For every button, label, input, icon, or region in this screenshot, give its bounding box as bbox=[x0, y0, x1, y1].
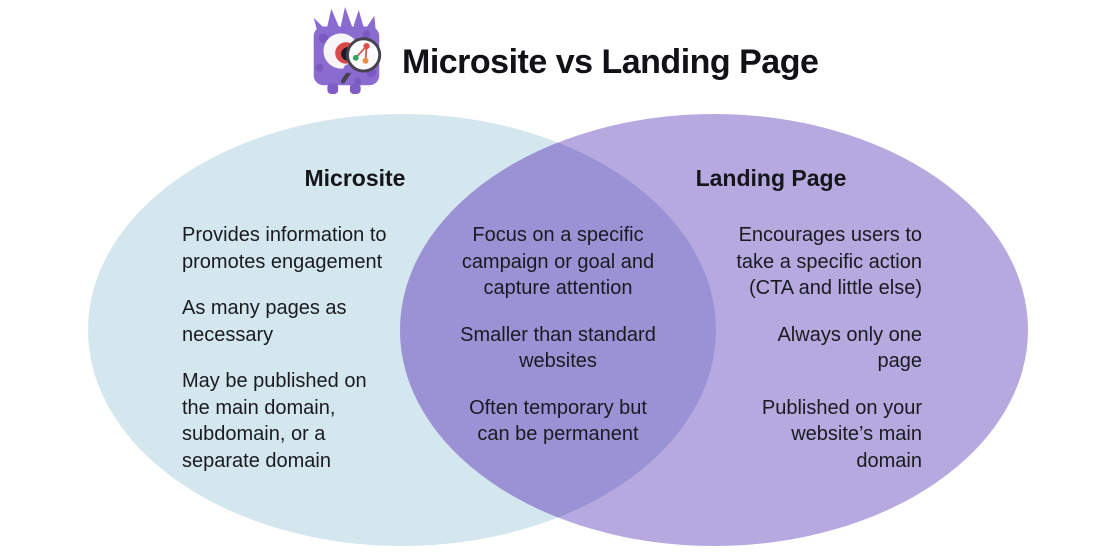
list-item: Smaller than standard websites bbox=[460, 323, 656, 373]
venn-left-items: Provides information to promotes engagem… bbox=[182, 222, 420, 494]
magnifier-lens bbox=[345, 37, 382, 73]
list-item: As many pages as necessary bbox=[182, 297, 347, 346]
list-item: Often temporary but can be permanent bbox=[469, 396, 647, 446]
list-item: Encourages users to take a specific acti… bbox=[736, 224, 922, 299]
list-item: Focus on a specific campaign or goal and… bbox=[461, 224, 655, 299]
list-item: Provides information to promotes engagem… bbox=[182, 224, 387, 273]
venn-overlap-region bbox=[400, 114, 716, 546]
list-item: May be published on the main domain, sub… bbox=[182, 370, 367, 472]
venn-left-label: Microsite bbox=[304, 165, 406, 191]
venn-right-items: Encourages users to take a specific acti… bbox=[690, 222, 922, 494]
list-item: Published on your website’s main domain bbox=[761, 396, 922, 472]
venn-right-label: Landing Page bbox=[695, 165, 847, 191]
list-item: Always only one page bbox=[777, 323, 922, 373]
page-title: Microsite vs Landing Page bbox=[402, 43, 819, 81]
monster-magnifying-glass-mascot-icon bbox=[313, 6, 382, 95]
venn-overlap-items: Focus on a specific campaign or goal and… bbox=[448, 222, 668, 468]
